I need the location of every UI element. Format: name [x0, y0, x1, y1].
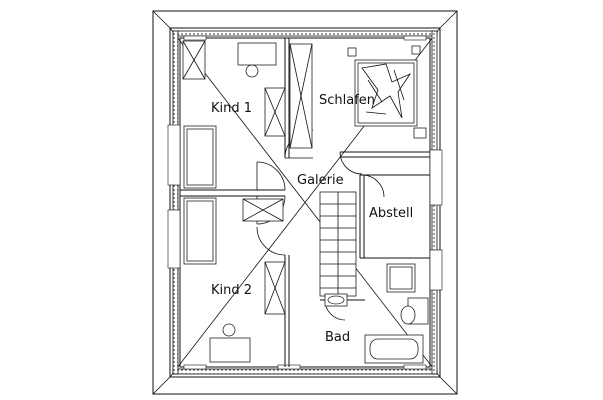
room-label-galerie: Galerie	[297, 173, 344, 188]
roof-outline	[152, 10, 458, 395]
room-label-kind1: Kind 1	[211, 101, 252, 116]
room-label-kind2: Kind 2	[211, 283, 252, 298]
room-label-schlafen: Schlafen	[319, 93, 375, 108]
staircase	[319, 191, 357, 297]
room-label-abstell: Abstell	[369, 206, 413, 221]
kind2-furniture	[183, 197, 286, 363]
kind1-desk	[237, 42, 277, 66]
exterior-walls	[167, 27, 443, 378]
schlafen-furniture	[289, 43, 427, 149]
kind2-chair	[222, 323, 236, 337]
room-label-bad: Bad	[325, 330, 350, 345]
kind1-furniture	[182, 40, 286, 189]
bathroom-fixtures	[324, 263, 429, 364]
kind1-chair	[245, 64, 259, 78]
kind2-desk	[209, 337, 251, 363]
